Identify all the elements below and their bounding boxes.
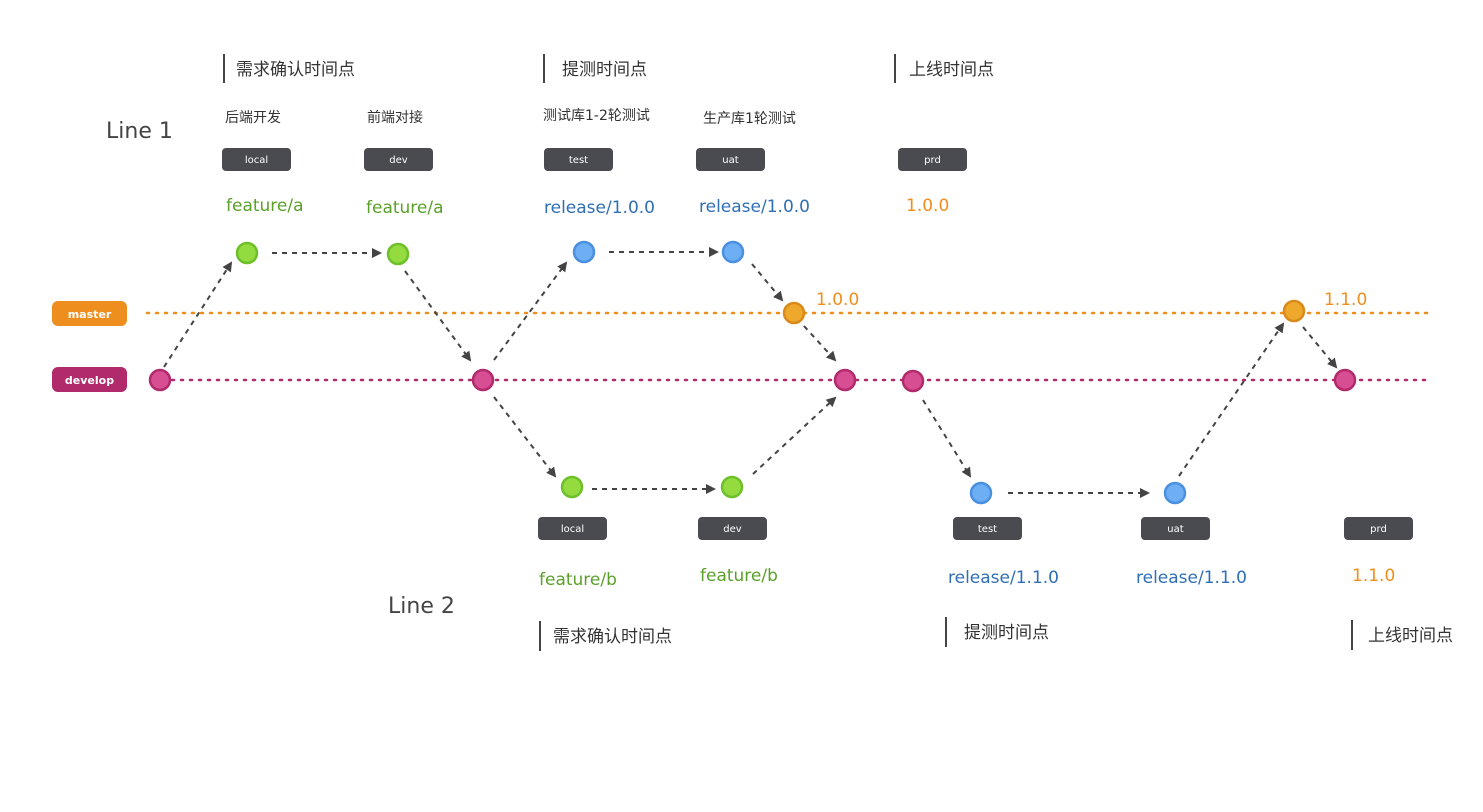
- branch-name-top-3: release/1.0.0: [544, 198, 655, 218]
- milestone-top-3-label: 上线时间点: [909, 60, 994, 80]
- env-tag-top-prd: prd: [898, 148, 967, 171]
- milestone-bottom-2: 提测时间点: [945, 617, 1049, 647]
- milestone-bottom-3-label: 上线时间点: [1368, 626, 1453, 646]
- master-badge-label: master: [68, 308, 112, 321]
- env-tag-bottom-uat-label: uat: [1167, 524, 1183, 535]
- env-tag-bottom-test-label: test: [978, 524, 997, 535]
- milestone-top-2: 提测时间点: [543, 54, 647, 83]
- release-1-1-0-uat-node: [1163, 481, 1187, 505]
- milestone-top-1-label: 需求确认时间点: [236, 60, 355, 80]
- env-tag-top-prd-label: prd: [924, 155, 941, 166]
- env-tag-bottom-prd-label: prd: [1370, 524, 1387, 535]
- step-backend-dev: 后端开发: [225, 110, 281, 126]
- release-1-0-0-test-node: [572, 240, 596, 264]
- arrow-develop-to-feature-b: [493, 396, 557, 478]
- arrow-develop-to-release-1-0-0: [493, 261, 568, 361]
- milestone-bottom-1: 需求确认时间点: [539, 621, 672, 651]
- commit-nodes: [148, 240, 1357, 505]
- feature-a-dev-node: [386, 242, 410, 266]
- env-tag-top-local-label: local: [245, 155, 268, 166]
- arrow-master-1-1-0-to-develop: [1302, 326, 1338, 369]
- arrow-release-to-master: [751, 263, 784, 302]
- master-badge: master: [52, 301, 127, 326]
- env-tag-bottom-dev: dev: [698, 517, 767, 540]
- branch-name-top-5: 1.0.0: [906, 196, 949, 216]
- release-1-0-0-uat-node: [721, 240, 745, 264]
- feature-b-dev-node: [720, 475, 744, 499]
- branch-name-bottom-1: feature/b: [539, 570, 617, 590]
- env-tag-bottom-test: test: [953, 517, 1022, 540]
- develop-badge-label: develop: [65, 374, 114, 387]
- step-prod-db: 生产库1轮测试: [703, 111, 796, 127]
- env-tag-bottom-prd: prd: [1344, 517, 1413, 540]
- env-tag-top-test: test: [544, 148, 613, 171]
- arrow-release-1-1-0-to-master: [1178, 322, 1285, 477]
- arrow-feature-a-to-develop: [404, 270, 472, 362]
- line1-label: Line 1: [106, 119, 173, 144]
- env-tag-top-local: local: [222, 148, 291, 171]
- branch-name-bottom-3: release/1.1.0: [948, 568, 1059, 588]
- feature-a-local-node: [235, 241, 259, 265]
- milestone-top-3: 上线时间点: [894, 54, 994, 83]
- env-tag-top-test-label: test: [569, 155, 588, 166]
- step-frontend-integration: 前端对接: [367, 109, 423, 126]
- env-tag-bottom-local-label: local: [561, 524, 584, 535]
- milestone-top-2-label: 提测时间点: [562, 60, 647, 80]
- develop-node-5: [1333, 368, 1357, 392]
- develop-badge: develop: [52, 367, 127, 392]
- master-node-1-1-0: [1282, 299, 1306, 323]
- branch-name-bottom-4: release/1.1.0: [1136, 568, 1247, 588]
- branch-name-bottom-2: feature/b: [700, 566, 778, 586]
- master-tag-2: 1.1.0: [1324, 290, 1367, 310]
- arrow-develop-to-feature-a: [163, 261, 233, 368]
- env-tag-top-uat-label: uat: [722, 155, 738, 166]
- milestone-bottom-1-label: 需求确认时间点: [553, 627, 672, 647]
- arrow-develop-to-release-1-1-0: [922, 399, 972, 478]
- env-tag-bottom-local: local: [538, 517, 607, 540]
- env-tag-top-dev: dev: [364, 148, 433, 171]
- branch-name-bottom-5: 1.1.0: [1352, 566, 1395, 586]
- step-test-db: 测试库1-2轮测试: [543, 108, 650, 124]
- feature-b-local-node: [560, 475, 584, 499]
- line2-label: Line 2: [388, 594, 455, 619]
- env-tag-bottom-dev-label: dev: [723, 524, 742, 535]
- env-tag-bottom-uat: uat: [1141, 517, 1210, 540]
- milestone-top-1: 需求确认时间点: [223, 54, 355, 83]
- branch-name-top-4: release/1.0.0: [699, 197, 810, 217]
- develop-node-3: [833, 368, 857, 392]
- milestone-bottom-3: 上线时间点: [1351, 620, 1453, 650]
- master-node-1-0-0: [782, 301, 806, 325]
- arrow-master-to-develop: [803, 325, 837, 362]
- env-tag-top-uat: uat: [696, 148, 765, 171]
- branch-name-top-1: feature/a: [226, 196, 304, 216]
- branch-name-top-2: feature/a: [366, 198, 444, 218]
- env-tag-top-dev-label: dev: [389, 155, 408, 166]
- arrow-feature-b-to-develop: [752, 396, 837, 475]
- release-1-1-0-test-node: [969, 481, 993, 505]
- milestone-bottom-2-label: 提测时间点: [964, 623, 1049, 643]
- develop-node-4: [901, 369, 925, 393]
- develop-node-1: [148, 368, 172, 392]
- flow-arrows: [163, 247, 1338, 498]
- develop-node-2: [471, 368, 495, 392]
- master-tag-1: 1.0.0: [816, 290, 859, 310]
